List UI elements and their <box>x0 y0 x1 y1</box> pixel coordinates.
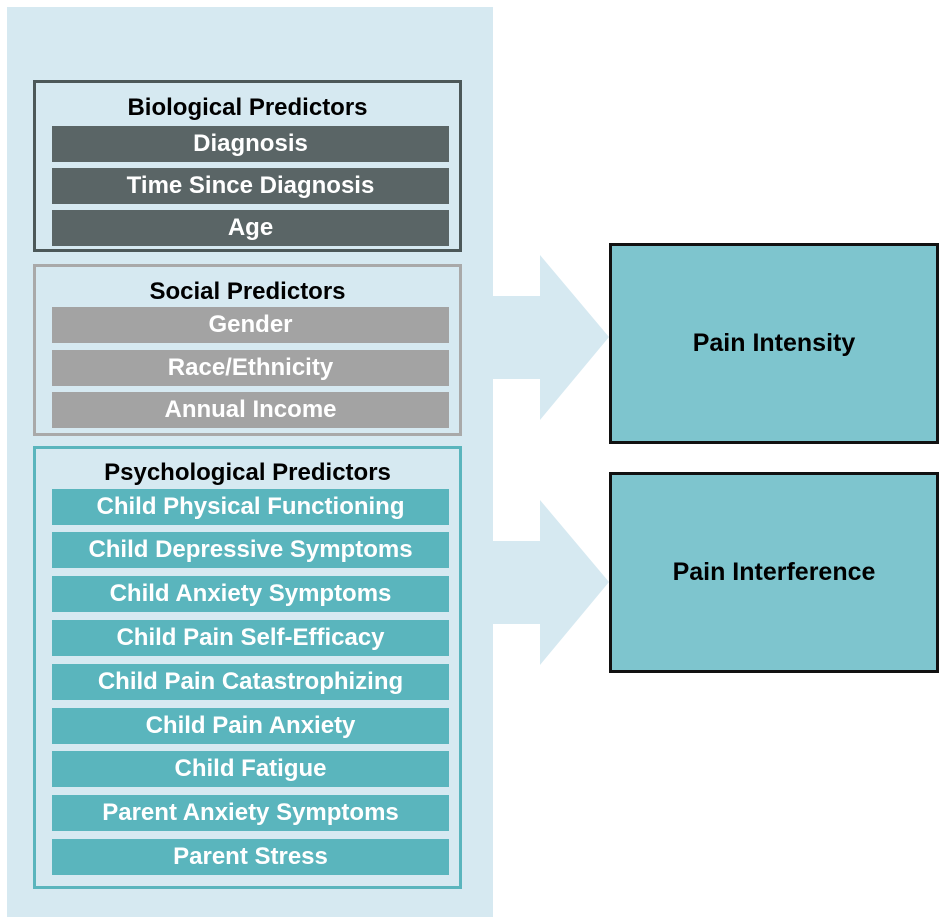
social-predictors-title: Social Predictors <box>149 278 346 305</box>
social-predictors-group: Social Predictors Gender Race/Ethnicity … <box>33 264 462 436</box>
predictor-age: Age <box>52 210 449 246</box>
predictor-gender: Gender <box>52 307 449 343</box>
predictor-child-anxiety-symptoms: Child Anxiety Symptoms <box>52 576 449 612</box>
arrow-to-pain-intensity <box>493 255 609 420</box>
predictor-annual-income: Annual Income <box>52 392 449 428</box>
biological-predictors-group: Biological Predictors Diagnosis Time Sin… <box>33 80 462 252</box>
predictor-race-ethnicity: Race/Ethnicity <box>52 350 449 386</box>
predictor-diagnosis: Diagnosis <box>52 126 449 162</box>
arrow-shape <box>493 255 609 420</box>
psychological-predictors-title: Psychological Predictors <box>104 459 391 486</box>
predictor-child-pain-catastrophizing: Child Pain Catastrophizing <box>52 664 449 700</box>
outcome-pain-intensity: Pain Intensity <box>609 243 939 444</box>
predictor-child-physical-functioning: Child Physical Functioning <box>52 489 449 525</box>
psychological-predictors-group: Psychological Predictors Child Physical … <box>33 446 462 889</box>
arrow-to-pain-interference <box>493 500 609 665</box>
predictor-child-fatigue: Child Fatigue <box>52 751 449 787</box>
predictor-parent-stress: Parent Stress <box>52 839 449 875</box>
predictor-time-since-diagnosis: Time Since Diagnosis <box>52 168 449 204</box>
biological-predictors-title: Biological Predictors <box>127 94 368 121</box>
arrow-shape <box>493 500 609 665</box>
outcome-pain-interference: Pain Interference <box>609 472 939 673</box>
predictor-child-depressive-symptoms: Child Depressive Symptoms <box>52 532 449 568</box>
predictor-child-pain-self-efficacy: Child Pain Self-Efficacy <box>52 620 449 656</box>
predictor-parent-anxiety-symptoms: Parent Anxiety Symptoms <box>52 795 449 831</box>
predictor-child-pain-anxiety: Child Pain Anxiety <box>52 708 449 744</box>
